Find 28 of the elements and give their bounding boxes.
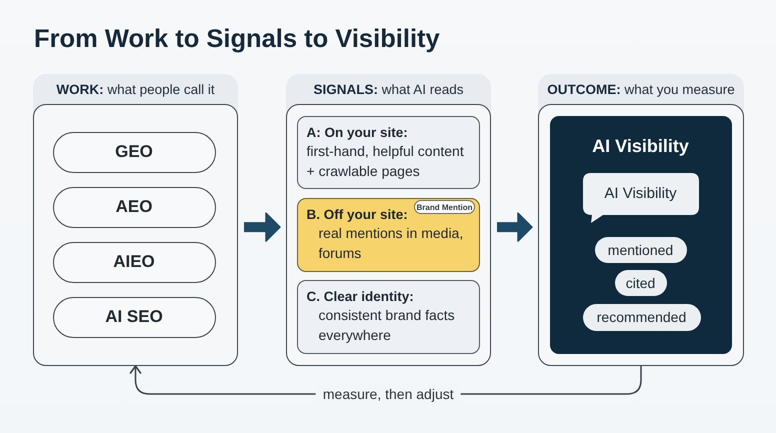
status-pill: cited xyxy=(614,270,666,296)
status-pill: recommended xyxy=(582,304,700,330)
term-pill: AEO xyxy=(52,186,216,228)
card-title: A: On your site: xyxy=(306,124,408,142)
term-pill: AI SEO xyxy=(52,296,216,338)
card-text: real mentions in media, forums xyxy=(318,224,464,263)
card-title: C. Clear identity: xyxy=(306,288,414,306)
column-heading: SIGNALS: what AI reads xyxy=(313,82,464,97)
card-text: first-hand, helpful content + crawlable pages xyxy=(306,142,465,181)
tag-pill: Brand Mention xyxy=(414,200,475,214)
edge-label: measure, then adjust xyxy=(316,386,461,402)
card-text: consistent brand facts everywhere xyxy=(318,306,456,345)
outcome-card xyxy=(550,116,732,354)
highlighted-signal-card xyxy=(296,198,480,272)
speech-bubble xyxy=(582,172,698,222)
signal-card xyxy=(296,116,480,188)
status-pill: mentioned xyxy=(594,236,686,262)
block-arrow xyxy=(497,212,533,242)
outcome-title: AI Visibility xyxy=(592,136,689,156)
block-arrow xyxy=(244,212,281,242)
term-pill: GEO xyxy=(52,132,216,172)
column-heading: WORK: what people call it xyxy=(56,82,215,97)
card-title: B. Off your site: xyxy=(306,206,408,224)
term-pill: AIEO xyxy=(52,242,216,282)
signal-card xyxy=(296,280,480,354)
bubble-text: AI Visibility xyxy=(604,184,677,202)
column-heading: OUTCOME: what you measure xyxy=(547,82,735,97)
diagram-title: From Work to Signals to Visibility xyxy=(34,25,440,54)
